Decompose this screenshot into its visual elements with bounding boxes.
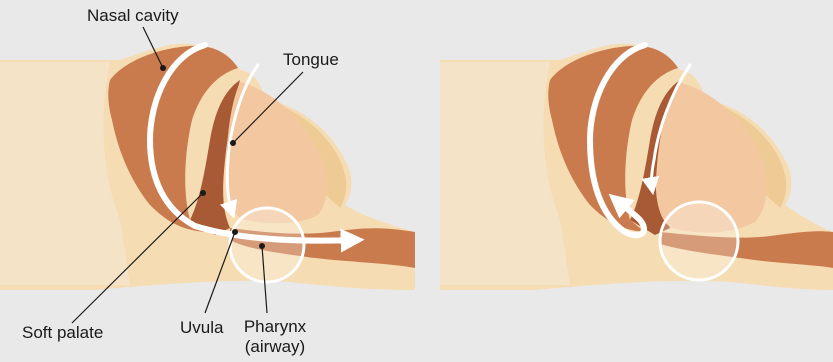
label-pharynx-line1: Pharynx [240, 317, 310, 337]
label-uvula: Uvula [180, 318, 223, 338]
label-pharynx-line2: (airway) [240, 337, 310, 357]
panel-right [440, 44, 833, 290]
leader-dot-pharynx [259, 243, 265, 249]
leader-dot-uvula [232, 229, 238, 235]
label-tongue: Tongue [283, 50, 339, 70]
label-soft-palate: Soft palate [22, 323, 103, 343]
panel-left [0, 44, 415, 290]
label-nasal-cavity: Nasal cavity [87, 6, 179, 26]
label-pharynx: Pharynx (airway) [240, 317, 310, 357]
pharynx-circle [230, 208, 304, 282]
leader-dot-nasal [160, 65, 166, 71]
leader-dot-tongue [230, 140, 236, 146]
pharynx-circle-right [660, 202, 738, 280]
leader-dot-soft-palate [200, 190, 206, 196]
tongue-shape [226, 82, 327, 223]
